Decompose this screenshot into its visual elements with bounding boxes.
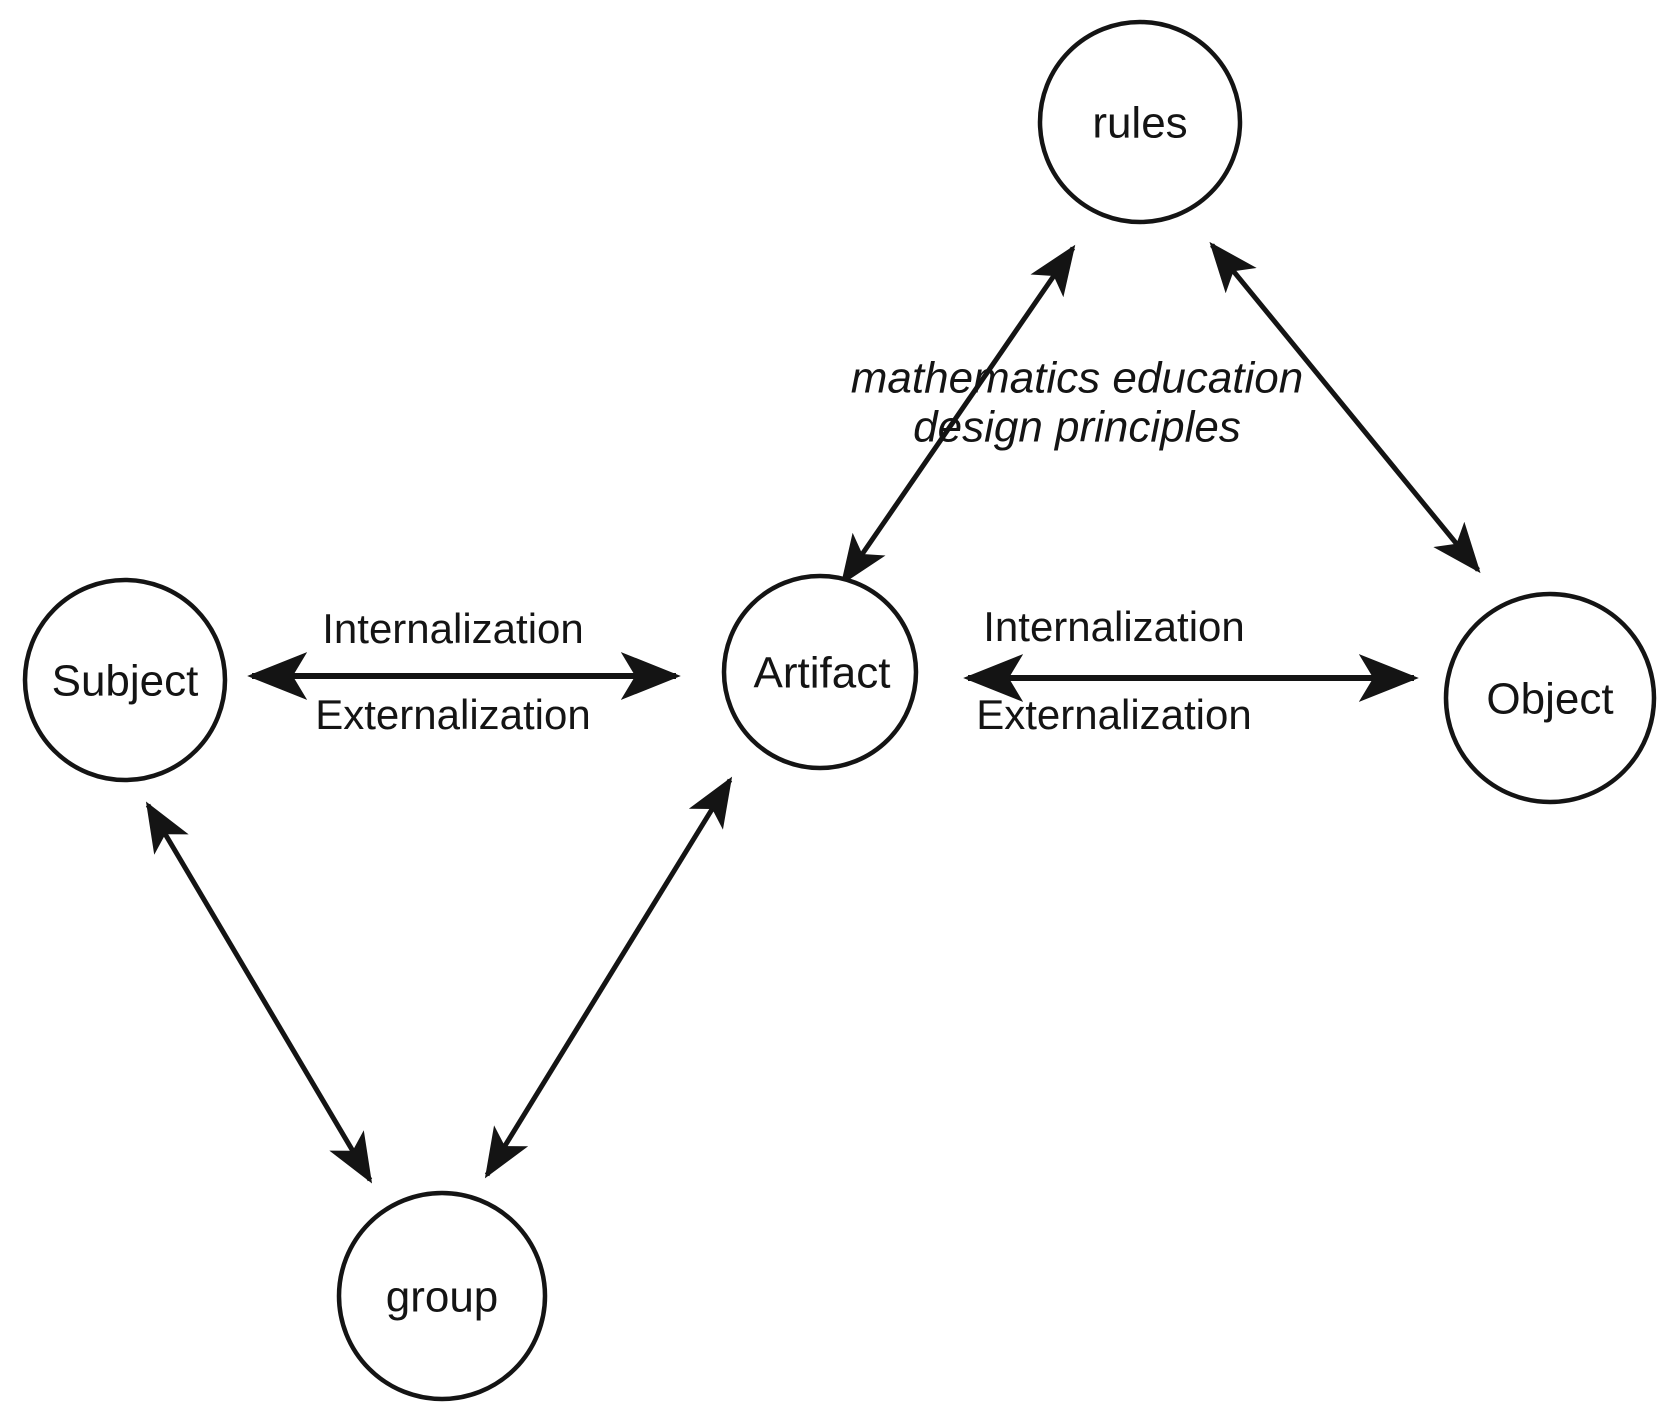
node-circle-group[interactable] (336, 1190, 548, 1402)
node-circle-rules[interactable] (1037, 19, 1243, 225)
edge-line-artifact-rules (840, 244, 1076, 586)
node-group[interactable]: group (336, 1190, 548, 1402)
node-rules[interactable]: rules (1037, 19, 1243, 225)
node-object[interactable]: Object (1443, 591, 1657, 805)
edge-label-artifact-object-internalization: Internalization (983, 603, 1245, 650)
node-circle-object[interactable] (1443, 591, 1657, 805)
annotation-design-principles-line1: mathematics education (851, 354, 1303, 403)
node-label-artifact: Artifact (754, 649, 891, 698)
edge-artifact-rules (840, 244, 1076, 586)
edge-subject-group (145, 801, 373, 1184)
edge-group-artifact (484, 776, 733, 1179)
edge-label-subject-artifact-externalization: Externalization (315, 691, 590, 738)
node-label-group: group (386, 1273, 499, 1322)
node-circle-artifact[interactable] (721, 573, 919, 771)
edge-rules-object (1209, 241, 1481, 574)
node-label-subject: Subject (52, 657, 199, 706)
node-label-rules: rules (1092, 99, 1187, 148)
node-subject[interactable]: Subject (22, 577, 228, 783)
edge-line-rules-object (1209, 241, 1481, 574)
node-circle-subject[interactable] (22, 577, 228, 783)
node-label-object: Object (1486, 675, 1613, 724)
edge-line-subject-group (145, 801, 373, 1184)
annotation-design-principles-line2: design principles (913, 403, 1241, 452)
edge-label-subject-artifact-internalization: Internalization (322, 605, 584, 652)
edge-label-artifact-object-externalization: Externalization (976, 691, 1251, 738)
node-artifact[interactable]: Artifact (721, 573, 919, 771)
edge-line-group-artifact (484, 776, 733, 1179)
